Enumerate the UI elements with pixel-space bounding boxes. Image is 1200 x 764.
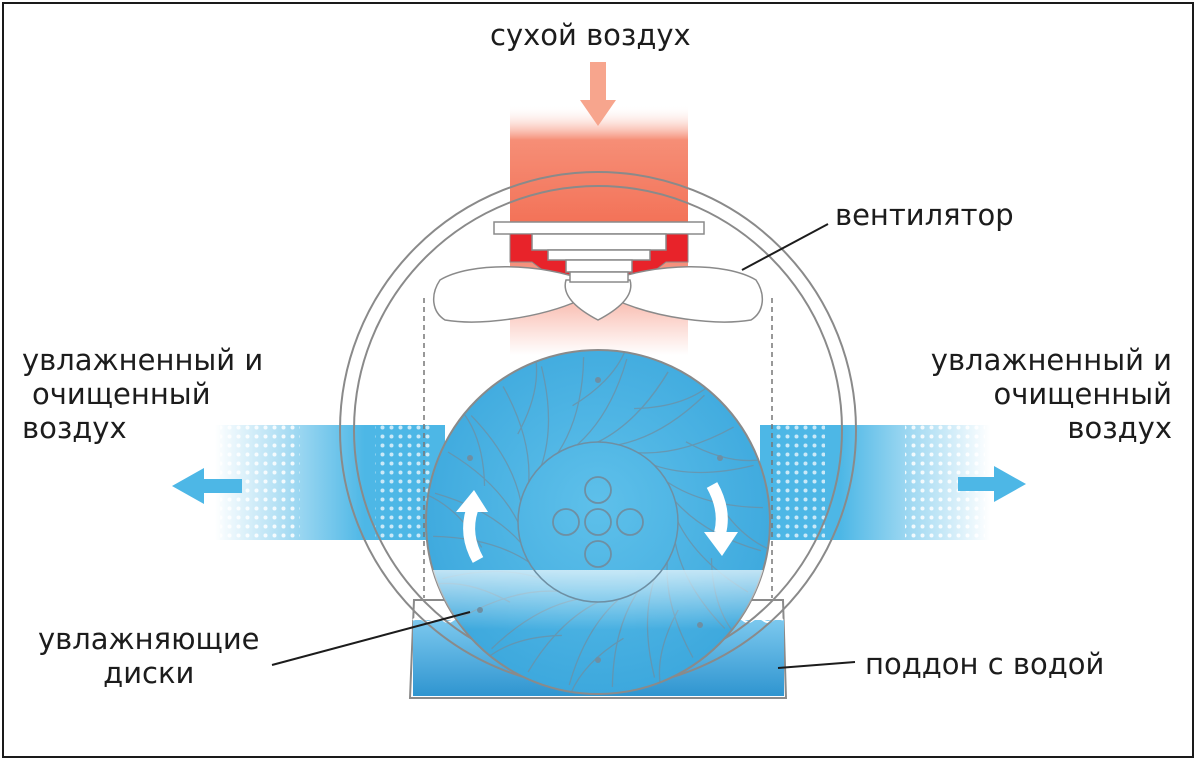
arrow-down-curved-icon: [704, 482, 738, 556]
tray-leader-line: [777, 661, 856, 669]
arrow-up-curved-icon: [456, 490, 488, 563]
tray-label: поддон с водой: [865, 647, 1105, 681]
fan-leader-line: [741, 223, 829, 271]
arrow-left-icon: [172, 468, 242, 504]
discs-line-2: диски: [103, 656, 195, 690]
left-outflow-line-3: воздух: [22, 411, 127, 445]
discs-line-1: увлажняющие: [38, 622, 260, 656]
right-outflow-line-2: очищенный: [993, 377, 1172, 411]
discs-label: увлажняющие диски: [38, 622, 260, 690]
dashed-guides: [423, 298, 773, 598]
fan: [433, 221, 763, 323]
right-outflow-label: увлажненный и очищенный воздух: [931, 343, 1172, 445]
inflow-arrow-icon: [580, 62, 616, 126]
left-outflow-line-2: очищенный: [32, 377, 211, 411]
discs-leader-line: [271, 611, 471, 666]
left-outflow-label: увлажненный и очищенный воздух: [22, 343, 263, 445]
dry-air-label: сухой воздух: [490, 18, 691, 52]
right-outflow-line-1: увлажненный и: [930, 343, 1172, 377]
leader-lines: [271, 223, 856, 669]
right-outflow-line-3: воздух: [1067, 411, 1172, 445]
fan-label: вентилятор: [835, 198, 1014, 232]
arrow-right-icon: [958, 466, 1026, 502]
left-outflow-line-1: увлажненный и: [22, 343, 264, 377]
